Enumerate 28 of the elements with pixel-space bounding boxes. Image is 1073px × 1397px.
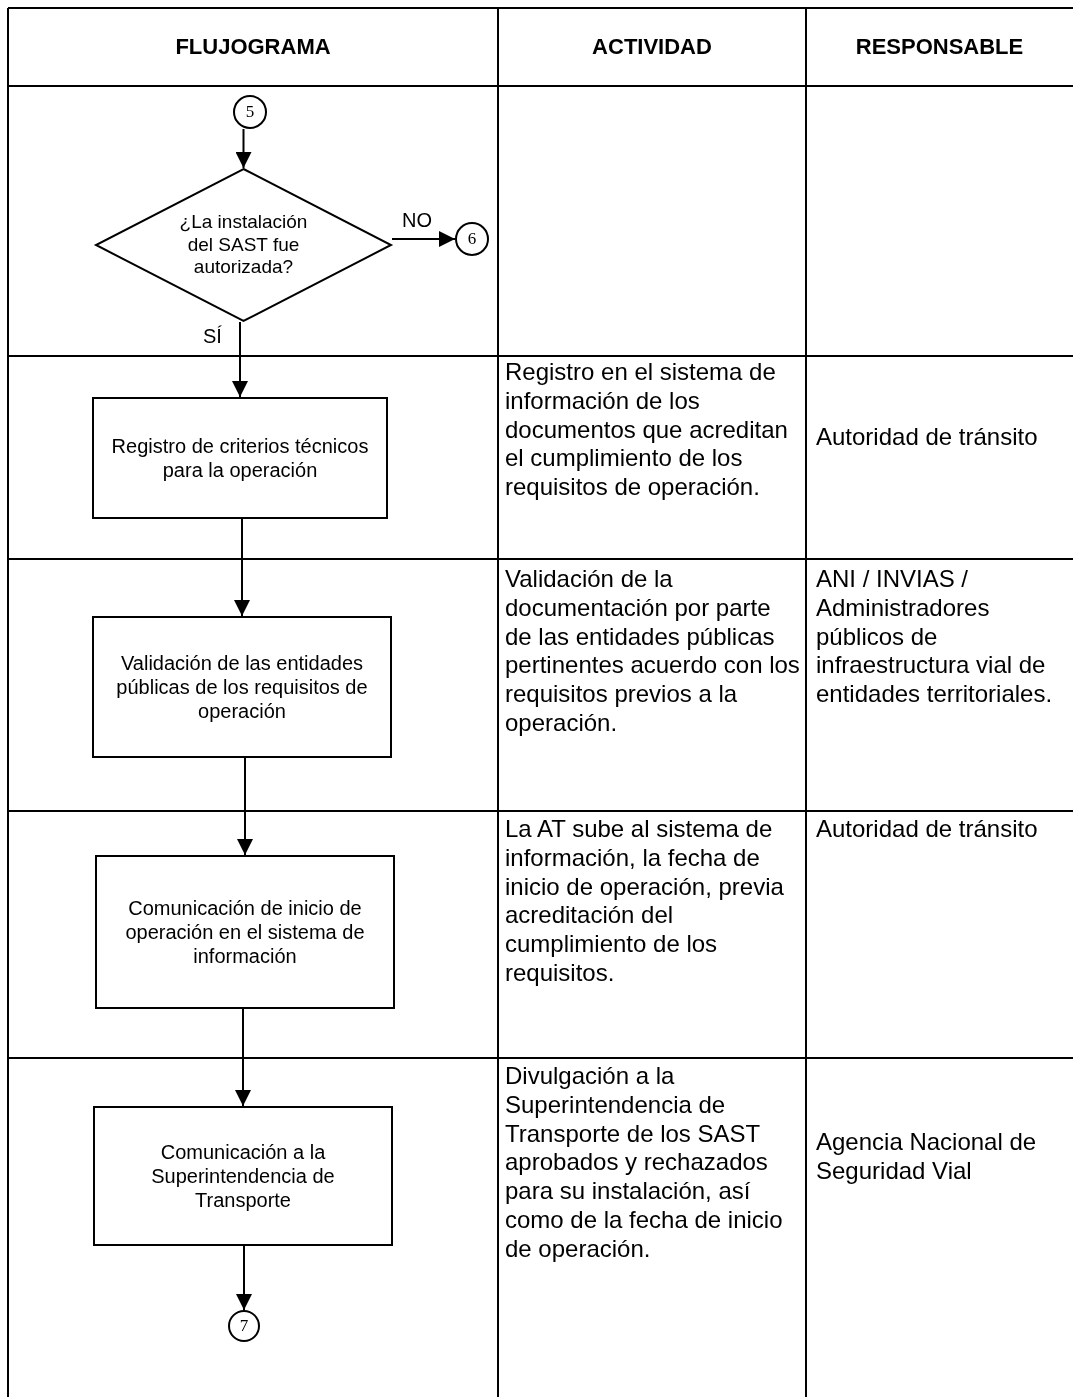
column-header: FLUJOGRAMA <box>174 33 332 61</box>
arrow <box>234 518 250 617</box>
edge-label: NO <box>402 208 432 232</box>
table-cell-text: Registro en el sistema de información de los documentos que acreditan el cumplimiento de los requisitos de operación. <box>505 358 789 502</box>
table-cell-text: Validación de la documentación por parte de las entidades públicas pertinentes acuerdo con los requisitos previos a la operación. <box>505 565 801 738</box>
arrow <box>391 231 456 247</box>
table-cell-text: Agencia Nacional de Seguridad Vial <box>816 1128 1038 1186</box>
table-cell-text: La AT sube al sistema de información, la fecha de inicio de operación, previa acreditación del cumplimiento de los requisitos. <box>505 815 785 988</box>
edge-label: SÍ <box>203 324 222 348</box>
table-cell-text: Autoridad de tránsito <box>816 815 1039 844</box>
process-box: Registro de criterios técnicos para la operación <box>92 397 388 519</box>
arrow <box>236 1245 252 1311</box>
table-cell-text: Autoridad de tránsito <box>816 423 1039 452</box>
connector-circle: 6 <box>455 222 489 256</box>
connector-circle: 5 <box>233 95 267 129</box>
table-cell-text: ANI / INVIAS / Administradores públicos de infraestructura vial de entidades territoriales. <box>816 565 1054 709</box>
column-header: RESPONSABLE <box>854 33 1025 61</box>
arrow <box>235 128 252 169</box>
arrow <box>235 1008 251 1107</box>
connector-circle: 7 <box>228 1310 260 1342</box>
process-box: Validación de las entidades públicas de los requisitos de operación <box>92 616 392 758</box>
process-box: Comunicación de inicio de operación en el sistema de información <box>95 855 395 1009</box>
column-header: ACTIVIDAD <box>591 33 713 61</box>
decision-diamond: ¿La instalación del SAST fue autorizada? <box>95 168 392 322</box>
table-cell-text: Divulgación a la Superintendencia de Transporte de los SAST aprobados y rechazados para su instalación, así como de la fecha de inicio de operación. <box>505 1062 784 1264</box>
arrow <box>232 321 248 398</box>
arrow <box>237 757 253 856</box>
process-box: Comunicación a la Superintendencia de Transporte <box>93 1106 393 1246</box>
